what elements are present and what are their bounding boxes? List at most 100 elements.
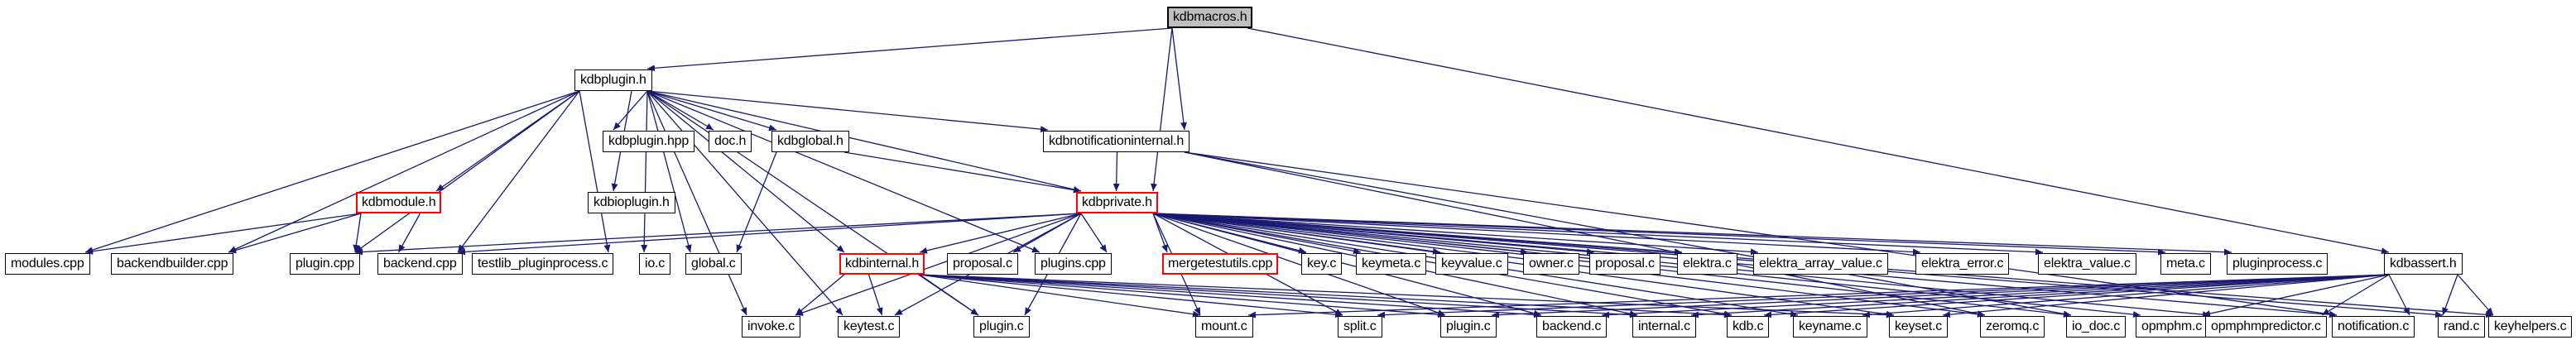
graph-node-modules_cpp[interactable]: modules.cpp [5,253,90,275]
edge-kdbprivate-invoke_c [795,213,1082,316]
edge-kdbinternal-split_c [919,274,1343,318]
edge-kdbmacros-kdbnotifint [1171,27,1187,131]
edge-kdbinternal-plugin_c2 [919,274,1446,318]
graph-node-global_c[interactable]: global.c [685,253,742,275]
edge-kdbassert-mount_c [1247,274,2390,318]
edge-kdbplugin-kdbinternal [646,90,845,253]
edge-kdbglobal-kdbprivate [843,151,1082,194]
edge-kdbglobal-global_c [736,151,777,253]
edge-kdbassert-backend_c [1601,274,2390,318]
graph-node-io_c[interactable]: io.c [639,253,671,275]
edge-kdbmacros-kdbprivate [1151,27,1173,192]
edge-kdbprivate-plugins_cpp [1080,213,1108,253]
edge-kdbplugin-kdbnotifint [646,90,1049,133]
graph-node-kdbglobal[interactable]: kdbglobal.h [771,131,849,152]
graph-node-kdb_c[interactable]: kdb.c [1727,316,1770,338]
edge-kdbprivate-plugin_cpp [354,213,1082,256]
edge-kdbplugin-invoke_c [646,90,747,316]
graph-node-backend_c[interactable]: backend.c [1536,316,1608,338]
graph-node-keyvalue_c[interactable]: keyvalue.c [1435,253,1508,275]
edge-kdbnotifint-notification_c [1184,151,2338,318]
graph-node-kdbplugin[interactable]: kdbplugin.h [574,69,652,91]
edge-kdbassert-split_c [1377,274,2390,318]
graph-node-io_doc_c[interactable]: io_doc.c [2066,316,2126,338]
graph-node-plugin_c1[interactable]: plugin.c [973,316,1030,338]
edge-kdbprivate-backend_cpp [457,213,1082,256]
graph-node-keyset_c[interactable]: keyset.c [1889,316,1949,338]
graph-node-kdbassert[interactable]: kdbassert.h [2384,253,2463,275]
edge-kdbinternal-kdb_c [919,274,1733,318]
edge-kdbprivate-kdbinternal [919,213,1082,254]
edge-kdbplugin-kdbplugin_hpp [613,90,648,131]
edge-kdbinternal-invoke_c [795,274,845,316]
edge-kdbinternal-internal_c [919,274,1638,318]
graph-node-kdbioplugin[interactable]: kdbioplugin.h [588,192,675,213]
graph-node-elektra_value[interactable]: elektra_value.c [2038,253,2136,275]
graph-node-doc_h[interactable]: doc.h [709,131,752,152]
graph-node-kdbinternal[interactable]: kdbinternal.h [839,253,925,275]
edge-kdbprivate-elektra_value [1152,213,2044,256]
graph-node-split_c[interactable]: split.c [1338,316,1382,338]
edge-kdbplugin-modules_cpp [84,90,580,254]
graph-node-elektra_c[interactable]: elektra.c [1677,253,1737,275]
graph-node-backend_cpp[interactable]: backend.cpp [377,253,463,275]
edge-kdbplugin-keytest_c [646,90,843,316]
graph-node-kdbmodule[interactable]: kdbmodule.h [356,192,442,213]
graph-node-zeromq_c[interactable]: zeromq.c [1980,316,2045,338]
graph-node-plugin_cpp[interactable]: plugin.cpp [290,253,360,275]
graph-node-keyname_c[interactable]: keyname.c [1793,316,1867,338]
graph-node-keytest_c[interactable]: keytest.c [838,316,901,338]
graph-node-notification_c[interactable]: notification.c [2332,316,2415,338]
graph-node-meta_c[interactable]: meta.c [2160,253,2211,275]
edge-kdbassert-keyname_c [1862,274,2390,318]
edge-kdbplugin-kdbglobal [646,90,777,132]
edge-kdbassert-notification_c [2388,274,2410,316]
edge-kdbmodule-plugin_cpp [353,213,362,253]
graph-node-opmphmpredictor_c[interactable]: opmphmpredictor.c [2205,316,2327,338]
graph-node-testlib[interactable]: testlib_pluginprocess.c [472,253,614,275]
graph-node-elektra_error[interactable]: elektra_error.c [1915,253,2010,275]
edge-kdbinternal-backend_c [919,274,1542,318]
graph-node-keyhelpers_c[interactable]: keyhelpers.c [2488,316,2573,338]
graph-node-proposal_c2[interactable]: proposal.c [1589,253,1660,275]
edge-kdbassert-opmphm_c [2202,274,2390,317]
graph-node-kdbnotifint[interactable]: kdbnotificationinternal.h [1043,131,1190,152]
graph-node-mergetestutils[interactable]: mergetestutils.cpp [1162,253,1279,275]
edge-kdbplugin-global_c [646,90,692,253]
graph-node-kdbprivate[interactable]: kdbprivate.h [1076,192,1158,213]
graph-node-key_c[interactable]: key.c [1301,253,1343,275]
graph-node-kdbmacros[interactable]: kdbmacros.h [1167,7,1253,28]
edge-kdbassert-internal_c [1690,274,2390,318]
edge-kdbplugin-testlib [579,90,611,253]
edge-kdbnotifint-zeromq_c [1184,151,1986,318]
graph-node-plugins_cpp[interactable]: plugins.cpp [1035,253,1112,275]
edge-kdbinternal-plugin_c1 [919,274,979,316]
graph-node-proposal_c1[interactable]: proposal.c [947,253,1018,275]
edge-kdbassert-kdb_c [1763,274,2390,318]
edge-kdbassert-plugin_c2 [1491,274,2390,318]
edge-kdbmacros-kdbassert [1247,27,2390,255]
edge-kdbplugin-backend_cpp [457,90,580,253]
edge-kdbmodule-modules_cpp [84,213,362,255]
graph-node-invoke_c[interactable]: invoke.c [742,316,801,338]
edge-kdbplugin-plugin_c1 [646,90,979,316]
edge-kdbplugin-plugin_cpp [354,90,580,253]
graph-node-keymeta_c[interactable]: keymeta.c [1356,253,1427,275]
edge-kdbprivate-elektra_array [1152,213,1759,256]
graph-node-mount_c[interactable]: mount.c [1195,316,1253,338]
edge-kdbinternal-mount_c [919,274,1201,318]
edge-kdbprivate-mergetestutils [1152,213,1168,253]
graph-node-plugin_c2[interactable]: plugin.c [1440,316,1497,338]
edge-kdbassert-opmphmpredictor_c [2321,274,2390,316]
graph-node-opmphm_c[interactable]: opmphm.c [2136,316,2208,338]
edge-kdbplugin-io_c [641,90,648,253]
graph-node-internal_c[interactable]: internal.c [1632,316,1696,338]
graph-node-kdbplugin_hpp[interactable]: kdbplugin.hpp [603,131,695,152]
graph-node-backendbuilder_cpp[interactable]: backendbuilder.cpp [111,253,234,275]
graph-node-owner_c[interactable]: owner.c [1523,253,1579,275]
edge-kdbprivate-notification_c [1152,213,2338,318]
graph-node-rand_c[interactable]: rand.c [2438,316,2486,338]
graph-node-pluginprocess_c[interactable]: pluginprocess.c [2227,253,2328,275]
graph-node-elektra_array[interactable]: elektra_array_value.c [1753,253,1888,275]
edge-kdbplugin-doc_h [646,90,714,131]
